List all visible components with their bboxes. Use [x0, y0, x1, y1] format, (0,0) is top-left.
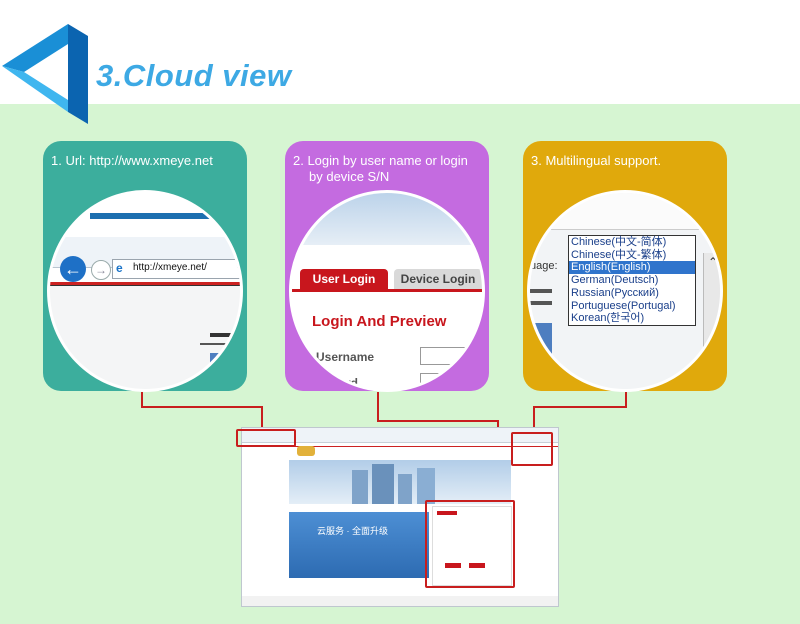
browser-zoom-circle: ← → e http://xmeye.net/	[47, 190, 243, 392]
password-label: ssword	[316, 376, 359, 390]
site-logo	[297, 446, 315, 456]
ie-browser-icon: e	[116, 261, 123, 275]
connector-line	[533, 406, 535, 432]
password-input[interactable]	[420, 373, 482, 389]
language-zoom-circle: uage: ⌃ Chinese(中文-简体) Chinese(中文-繁体) En…	[527, 190, 723, 392]
highlight-address-bar	[236, 429, 296, 447]
login-title: Login And Preview	[312, 313, 447, 330]
card-caption-language: 3. Multilingual support.	[531, 153, 662, 168]
address-bar[interactable]: e http://xmeye.net/	[112, 259, 240, 279]
screenshot-promo-text: 云服务 · 全面升级	[317, 526, 388, 536]
username-label: Username	[316, 350, 375, 364]
scrollbar[interactable]	[703, 253, 720, 373]
screenshot-login-panel	[432, 506, 512, 586]
language-option[interactable]: Korean(한국어)	[571, 312, 645, 325]
chevron-up-icon[interactable]: ⌃	[707, 255, 718, 269]
highlight-language-list	[511, 432, 553, 466]
card-caption-url: 1. Url: http://www.xmeye.net	[51, 153, 213, 168]
tab-device-login[interactable]: Device Login	[394, 269, 482, 289]
language-label: uage:	[530, 260, 558, 272]
connector-line	[625, 392, 627, 407]
card-caption-login: 2. Login by user name or login	[293, 153, 468, 168]
screenshot-browser-bar	[242, 428, 558, 443]
language-option[interactable]: Portuguese(Portugal)	[571, 299, 676, 312]
address-bar-url: http://xmeye.net/	[133, 262, 207, 273]
language-option-selected[interactable]: English(English)	[569, 261, 695, 275]
website-screenshot: 云服务 · 全面升级	[241, 427, 559, 607]
forward-arrow-icon[interactable]: →	[91, 260, 111, 280]
language-dropdown-list[interactable]: Chinese(中文-简体) Chinese(中文-繁体) English(En…	[568, 235, 696, 326]
language-option[interactable]: Chinese(中文-繁体)	[571, 248, 667, 261]
screenshot-promo-panel: 云服务 · 全面升级	[289, 512, 429, 578]
language-option[interactable]: Russian(Русский)	[571, 286, 659, 299]
highlight-login-panel	[425, 500, 515, 588]
connector-line	[141, 406, 263, 408]
language-option[interactable]: Chinese(中文-简体)	[571, 236, 667, 248]
connector-line	[377, 420, 499, 422]
connector-line	[261, 406, 263, 430]
username-input[interactable]	[420, 347, 482, 365]
login-zoom-circle: User Login Device Login Login And Previe…	[289, 190, 485, 392]
cube-logo-icon	[2, 24, 88, 124]
connector-line	[141, 392, 143, 407]
back-arrow-icon[interactable]: ←	[60, 256, 86, 282]
page-title: 3.Cloud view	[96, 58, 292, 93]
connector-line	[533, 406, 627, 408]
tab-user-login[interactable]: User Login	[300, 269, 388, 289]
language-option[interactable]: German(Deutsch)	[571, 274, 659, 287]
connector-line	[377, 392, 379, 421]
card-caption-login-line2: by device S/N	[309, 169, 390, 184]
